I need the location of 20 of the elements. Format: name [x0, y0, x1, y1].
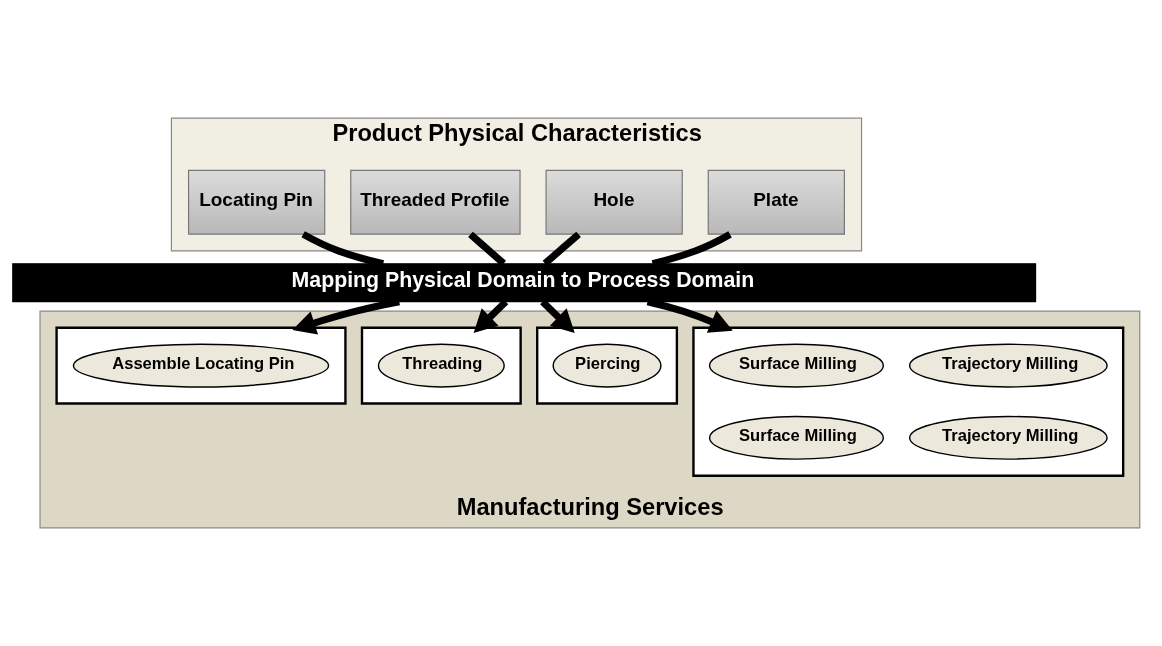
- node-box: Threaded Profile: [350, 169, 521, 235]
- node-ellipse: Surface Milling: [708, 415, 885, 460]
- cluster: [692, 326, 1125, 477]
- node-ellipse: Assemble Locating Pin: [72, 343, 330, 388]
- node-ellipse: Surface Milling: [708, 343, 885, 388]
- connector: [542, 231, 581, 267]
- cluster: [536, 326, 679, 405]
- cluster: [55, 326, 347, 405]
- node-ellipse: Trajectory Milling: [908, 343, 1108, 388]
- arrow: [473, 299, 509, 334]
- node-ellipse: Threading: [377, 343, 505, 388]
- cluster: [360, 326, 522, 405]
- node-ellipse: Piercing: [552, 343, 662, 388]
- node-box: Plate: [707, 169, 845, 235]
- node-ellipse: Trajectory Milling: [908, 415, 1108, 460]
- connector: [468, 231, 506, 267]
- arrow: [540, 299, 575, 334]
- node-box: Hole: [545, 169, 683, 235]
- node-box: Mapping Physical Domain to Process Domain: [12, 263, 1037, 303]
- node-box: Locating Pin: [188, 169, 326, 235]
